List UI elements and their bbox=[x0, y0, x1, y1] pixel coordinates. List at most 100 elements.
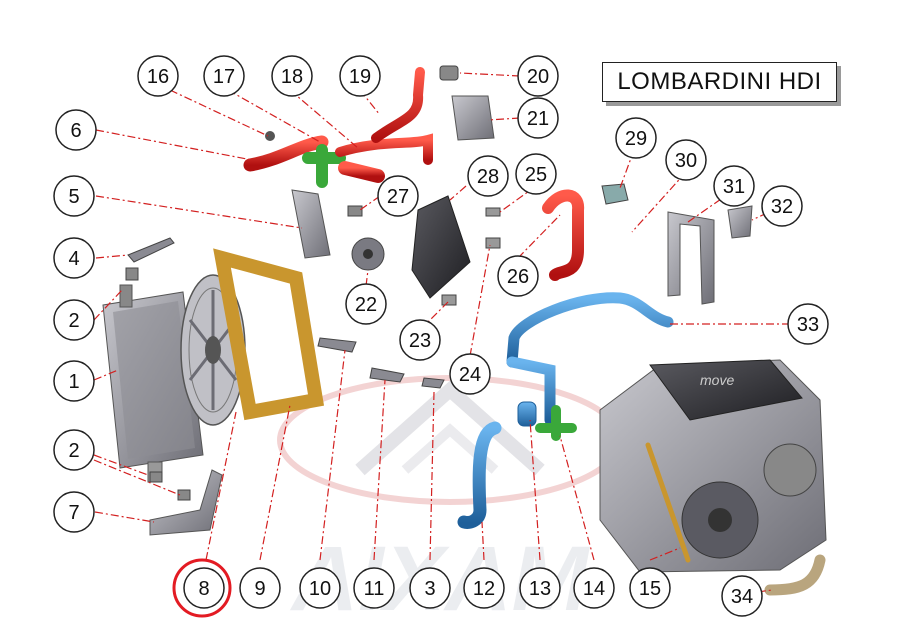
callout-label: 28 bbox=[477, 166, 499, 188]
part-sleeve-25[interactable] bbox=[485, 207, 501, 217]
part-bracket-31[interactable] bbox=[667, 211, 715, 305]
callout-label: 23 bbox=[409, 330, 431, 352]
callout-label: 22 bbox=[355, 294, 377, 316]
callout-3-c3[interactable]: 3 bbox=[409, 567, 451, 609]
callout-label: 8 bbox=[198, 578, 209, 600]
part-hose-18[interactable] bbox=[335, 133, 433, 165]
part-hose-13[interactable] bbox=[517, 401, 537, 427]
part-27[interactable] bbox=[347, 205, 363, 217]
callout-2-c2b[interactable]: 2 bbox=[53, 429, 95, 471]
callout-label: 30 bbox=[675, 150, 697, 172]
callout-label: 33 bbox=[797, 314, 819, 336]
callout-27-c27[interactable]: 27 bbox=[377, 175, 419, 217]
part-engine-bracket[interactable] bbox=[411, 195, 471, 299]
callout-label: 21 bbox=[527, 108, 549, 130]
callout-label: 18 bbox=[281, 66, 303, 88]
part-clip-16[interactable] bbox=[265, 131, 275, 141]
callout-label: 17 bbox=[213, 66, 235, 88]
callout-22-c22[interactable]: 22 bbox=[345, 283, 387, 325]
part-fan-shroud[interactable] bbox=[213, 248, 325, 421]
callout-label: 34 bbox=[731, 586, 753, 608]
callout-33-c33[interactable]: 33 bbox=[787, 303, 829, 345]
part-hose-12[interactable] bbox=[457, 421, 502, 529]
callout-13-c13[interactable]: 13 bbox=[519, 567, 561, 609]
callout-1-c1[interactable]: 1 bbox=[53, 360, 95, 402]
callout-14-c14[interactable]: 14 bbox=[573, 567, 615, 609]
part-bracket-5[interactable] bbox=[291, 189, 331, 259]
callout-21-c21[interactable]: 21 bbox=[517, 97, 559, 139]
part-hose-26[interactable] bbox=[542, 189, 585, 281]
part-sleeve-24[interactable] bbox=[485, 237, 501, 249]
callout-31-c31[interactable]: 31 bbox=[713, 165, 755, 207]
callout-label: 14 bbox=[583, 578, 605, 600]
part-hose-6[interactable] bbox=[243, 135, 329, 172]
callout-9-c9[interactable]: 9 bbox=[239, 567, 281, 609]
callout-24-c24[interactable]: 24 bbox=[449, 353, 491, 395]
callout-label: 7 bbox=[68, 502, 79, 524]
part-bushing-bottom-2[interactable] bbox=[177, 489, 191, 501]
callout-29-c29[interactable]: 29 bbox=[615, 117, 657, 159]
part-bracket-3[interactable] bbox=[421, 377, 445, 389]
callout-label: 26 bbox=[507, 266, 529, 288]
callout-label: 25 bbox=[525, 164, 547, 186]
part-29[interactable] bbox=[601, 183, 629, 205]
part-connector-14[interactable] bbox=[535, 405, 577, 441]
svg-text:move: move bbox=[700, 372, 734, 388]
callout-label: 13 bbox=[529, 578, 551, 600]
callout-8-c8[interactable]: 8 bbox=[183, 567, 225, 609]
part-bushing-bottom-1[interactable] bbox=[149, 471, 163, 483]
part-32[interactable] bbox=[727, 205, 753, 239]
callout-18-c18[interactable]: 18 bbox=[271, 55, 313, 97]
engine-title: LOMBARDINI HDI bbox=[602, 62, 837, 102]
callout-10-c10[interactable]: 10 bbox=[299, 567, 341, 609]
callout-label: 2 bbox=[68, 440, 79, 462]
part-hose-19[interactable] bbox=[371, 67, 425, 143]
callout-4-c4[interactable]: 4 bbox=[53, 237, 95, 279]
part-radiator-bracket[interactable] bbox=[149, 469, 223, 536]
part-cap[interactable] bbox=[439, 65, 459, 81]
callout-label: 16 bbox=[147, 66, 169, 88]
callout-30-c30[interactable]: 30 bbox=[665, 139, 707, 181]
callout-6-c6[interactable]: 6 bbox=[55, 109, 97, 151]
part-flex-pipe[interactable] bbox=[764, 554, 826, 596]
callout-12-c12[interactable]: 12 bbox=[463, 567, 505, 609]
callout-label: 19 bbox=[349, 66, 371, 88]
callout-label: 10 bbox=[309, 578, 331, 600]
callout-label: 24 bbox=[459, 364, 481, 386]
callout-28-c28[interactable]: 28 bbox=[467, 155, 509, 197]
part-bracket-10[interactable] bbox=[317, 337, 357, 353]
callout-16-c16[interactable]: 16 bbox=[137, 55, 179, 97]
callout-34-c34[interactable]: 34 bbox=[721, 575, 763, 617]
callout-15-c15[interactable]: 15 bbox=[629, 567, 671, 609]
callout-32-c32[interactable]: 32 bbox=[761, 185, 803, 227]
callout-label: 2 bbox=[68, 310, 79, 332]
callout-label: 6 bbox=[70, 120, 81, 142]
callout-7-c7[interactable]: 7 bbox=[53, 491, 95, 533]
part-hose-33[interactable] bbox=[506, 292, 674, 368]
callout-23-c23[interactable]: 23 bbox=[399, 319, 441, 361]
callout-label: 31 bbox=[723, 176, 745, 198]
callout-20-c20[interactable]: 20 bbox=[517, 55, 559, 97]
part-clip[interactable] bbox=[127, 237, 175, 263]
callout-26-c26[interactable]: 26 bbox=[497, 255, 539, 297]
part-bracket-11[interactable] bbox=[369, 367, 405, 383]
part-dipstick[interactable] bbox=[645, 442, 691, 563]
part-expansion-tank[interactable] bbox=[451, 95, 495, 141]
callout-label: 3 bbox=[424, 578, 435, 600]
callout-25-c25[interactable]: 25 bbox=[515, 153, 557, 195]
part-hose-17[interactable] bbox=[338, 161, 385, 183]
part-sleeve-23[interactable] bbox=[441, 294, 457, 306]
callout-2-c2a[interactable]: 2 bbox=[53, 299, 95, 341]
callout-5-c5[interactable]: 5 bbox=[53, 175, 95, 217]
part-tee-connector[interactable] bbox=[302, 144, 346, 188]
callout-label: 12 bbox=[473, 578, 495, 600]
part-engine[interactable]: move bbox=[599, 359, 827, 573]
highlight-ring bbox=[172, 558, 232, 618]
callout-19-c19[interactable]: 19 bbox=[339, 55, 381, 97]
part-bushing-top[interactable] bbox=[125, 267, 139, 281]
callout-11-c11[interactable]: 11 bbox=[353, 567, 395, 609]
callout-17-c17[interactable]: 17 bbox=[203, 55, 245, 97]
